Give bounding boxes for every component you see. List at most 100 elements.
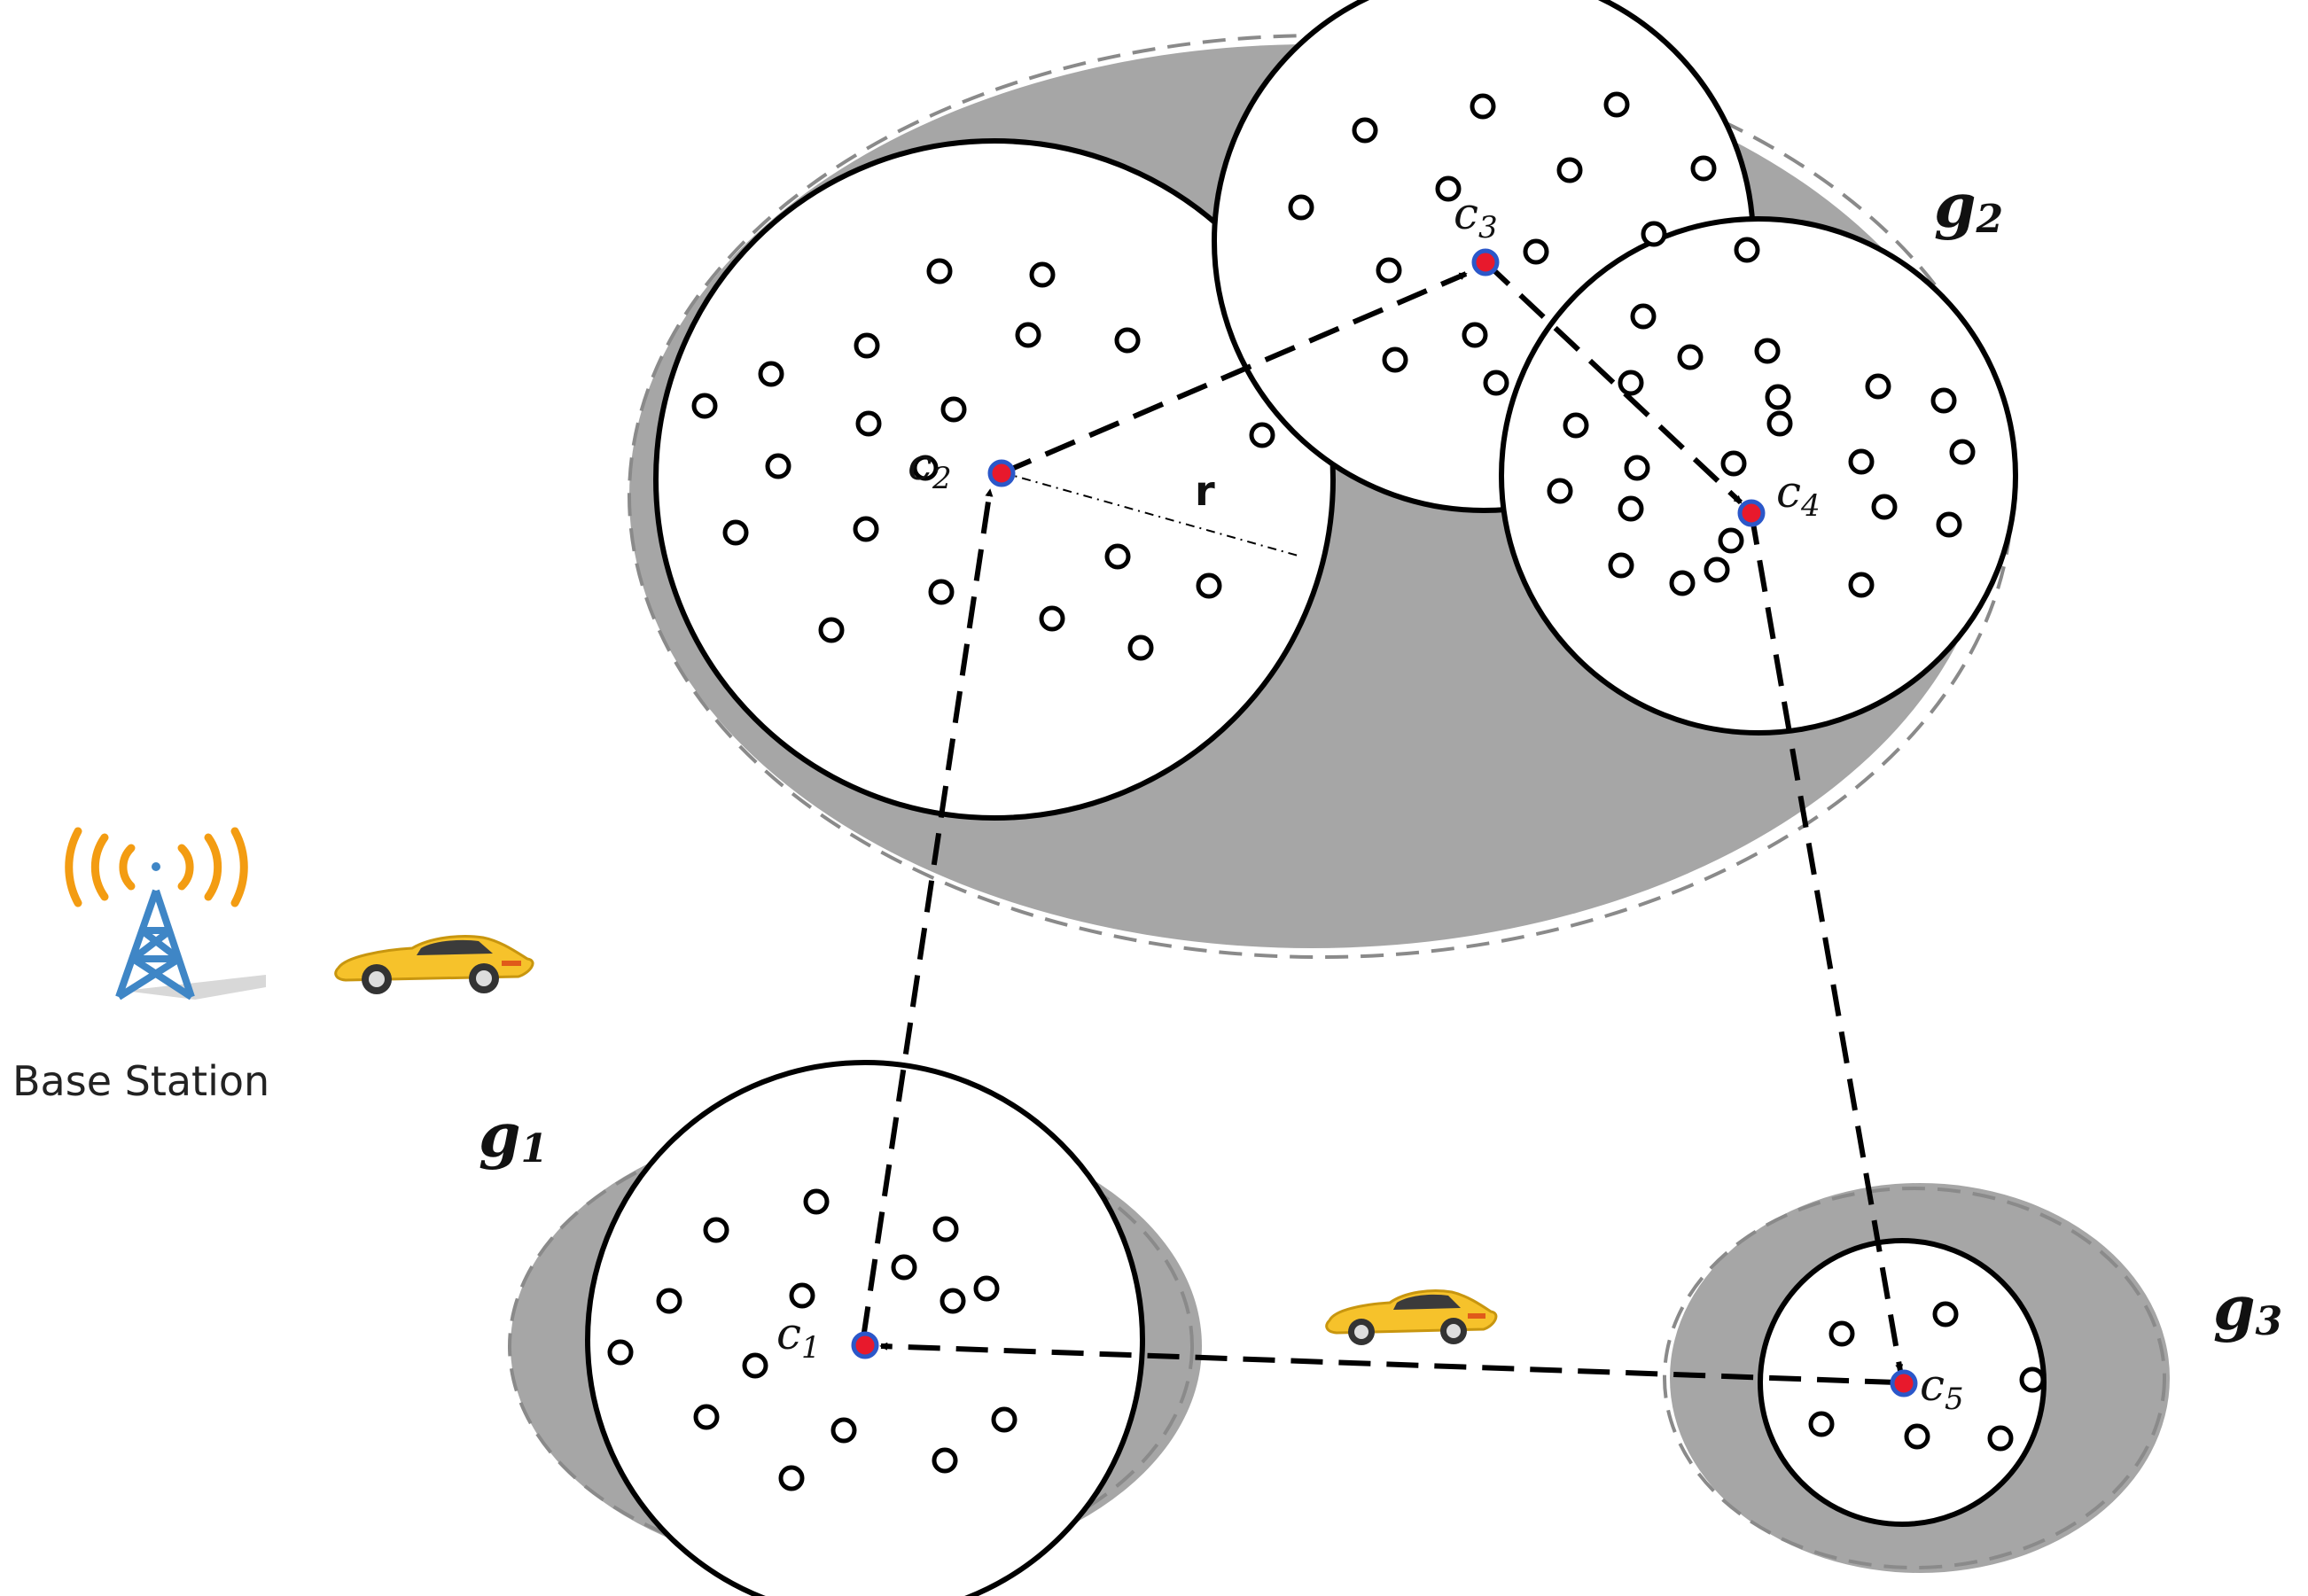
path-arrow-c5-to-c1 bbox=[879, 1342, 1898, 1385]
member-node bbox=[765, 453, 791, 479]
center-label-c4: c4 bbox=[1776, 466, 1821, 524]
member-node bbox=[1114, 327, 1141, 354]
path-arrow-c2-to-c3 bbox=[1000, 271, 1468, 476]
routing-path bbox=[861, 260, 1904, 1385]
member-node bbox=[1871, 494, 1898, 520]
member-node bbox=[853, 516, 879, 542]
member-node bbox=[928, 579, 955, 605]
group-label-g1: g1 bbox=[479, 1101, 548, 1172]
member-node bbox=[830, 1417, 857, 1444]
group-label-g2: g2 bbox=[1934, 171, 2003, 242]
cluster-heads bbox=[851, 248, 1918, 1397]
member-node bbox=[1608, 552, 1634, 579]
center-c2 bbox=[987, 459, 1016, 487]
member-node bbox=[1828, 1320, 1855, 1347]
member-node bbox=[1547, 478, 1573, 504]
member-node bbox=[778, 1465, 805, 1491]
member-node bbox=[1808, 1411, 1835, 1437]
member-node bbox=[1523, 238, 1549, 265]
member-node bbox=[932, 1216, 959, 1242]
member-node bbox=[691, 393, 718, 419]
signal-waves-icon bbox=[65, 827, 248, 907]
member-node bbox=[1936, 511, 1962, 538]
path-arrow-c4-to-c5 bbox=[1749, 512, 1904, 1373]
radius-line bbox=[1001, 471, 1302, 557]
member-node bbox=[1720, 450, 1747, 477]
member-node bbox=[1483, 370, 1509, 396]
member-node bbox=[1754, 338, 1781, 364]
member-node bbox=[1765, 384, 1791, 410]
member-node bbox=[1848, 572, 1875, 598]
member-node bbox=[1382, 346, 1408, 373]
member-node bbox=[1556, 157, 1583, 183]
member-node bbox=[1718, 527, 1744, 554]
car-icon bbox=[1325, 1289, 1498, 1345]
member-node bbox=[758, 361, 784, 387]
member-node bbox=[1949, 439, 1976, 465]
member-node bbox=[1987, 1425, 2014, 1452]
member-node bbox=[1435, 175, 1462, 202]
member-node bbox=[1352, 117, 1378, 144]
member-node bbox=[1603, 91, 1630, 118]
member-node bbox=[926, 258, 953, 284]
member-node bbox=[932, 1447, 958, 1474]
base-station-icon bbox=[65, 827, 266, 1000]
member-node bbox=[818, 617, 845, 643]
member-node bbox=[1630, 303, 1657, 330]
member-node bbox=[1904, 1423, 1930, 1450]
member-node bbox=[1288, 194, 1314, 221]
center-c3 bbox=[1471, 248, 1500, 276]
cluster-c4 bbox=[1499, 216, 2018, 736]
member-node bbox=[1766, 410, 1793, 437]
member-node bbox=[2019, 1366, 2046, 1393]
member-node bbox=[1462, 322, 1488, 348]
member-node bbox=[1618, 495, 1644, 522]
member-node bbox=[1127, 635, 1154, 661]
member-node bbox=[1734, 237, 1760, 263]
center-label-c3: c3 bbox=[1454, 188, 1498, 245]
member-node bbox=[1932, 1301, 1959, 1327]
member-node bbox=[703, 1217, 729, 1243]
member-node bbox=[803, 1188, 830, 1215]
member-node bbox=[991, 1406, 1018, 1433]
group-g3-dashed-boundary bbox=[1663, 1187, 2166, 1569]
member-node bbox=[1865, 373, 1891, 400]
member-node bbox=[1669, 570, 1696, 596]
member-node bbox=[1249, 422, 1275, 448]
member-node bbox=[940, 1288, 966, 1314]
member-node bbox=[1563, 412, 1589, 439]
member-node bbox=[1690, 155, 1717, 182]
member-node bbox=[607, 1339, 634, 1366]
center-c5 bbox=[1890, 1369, 1918, 1397]
path-arrow-c3-to-c4 bbox=[1483, 260, 1743, 505]
center-label-c5: c5 bbox=[1920, 1359, 1964, 1417]
member-node bbox=[742, 1352, 768, 1379]
member-nodes bbox=[607, 91, 2046, 1491]
member-node bbox=[912, 455, 939, 481]
member-node bbox=[1104, 543, 1131, 570]
member-node bbox=[891, 1254, 917, 1281]
member-node bbox=[1196, 572, 1222, 599]
car-icon bbox=[334, 935, 534, 994]
member-node bbox=[855, 410, 882, 437]
member-node bbox=[693, 1404, 720, 1430]
member-node bbox=[722, 519, 749, 546]
member-node bbox=[789, 1282, 815, 1309]
member-node bbox=[1641, 221, 1667, 247]
member-node bbox=[1704, 557, 1730, 583]
group-label-g3: g3 bbox=[2213, 1273, 2282, 1344]
radius-label: r bbox=[1195, 467, 1215, 515]
center-label-c2: c2 bbox=[908, 439, 952, 496]
center-c1 bbox=[851, 1331, 879, 1359]
center-c4 bbox=[1737, 499, 1766, 527]
member-node bbox=[1376, 257, 1402, 284]
member-node bbox=[973, 1275, 1000, 1302]
member-node bbox=[1624, 455, 1650, 481]
member-node bbox=[854, 332, 880, 359]
member-node bbox=[656, 1288, 682, 1314]
member-node bbox=[1015, 322, 1041, 348]
base-station-label: Base Station bbox=[12, 1057, 269, 1105]
member-node bbox=[1848, 448, 1875, 475]
member-node bbox=[940, 396, 967, 423]
